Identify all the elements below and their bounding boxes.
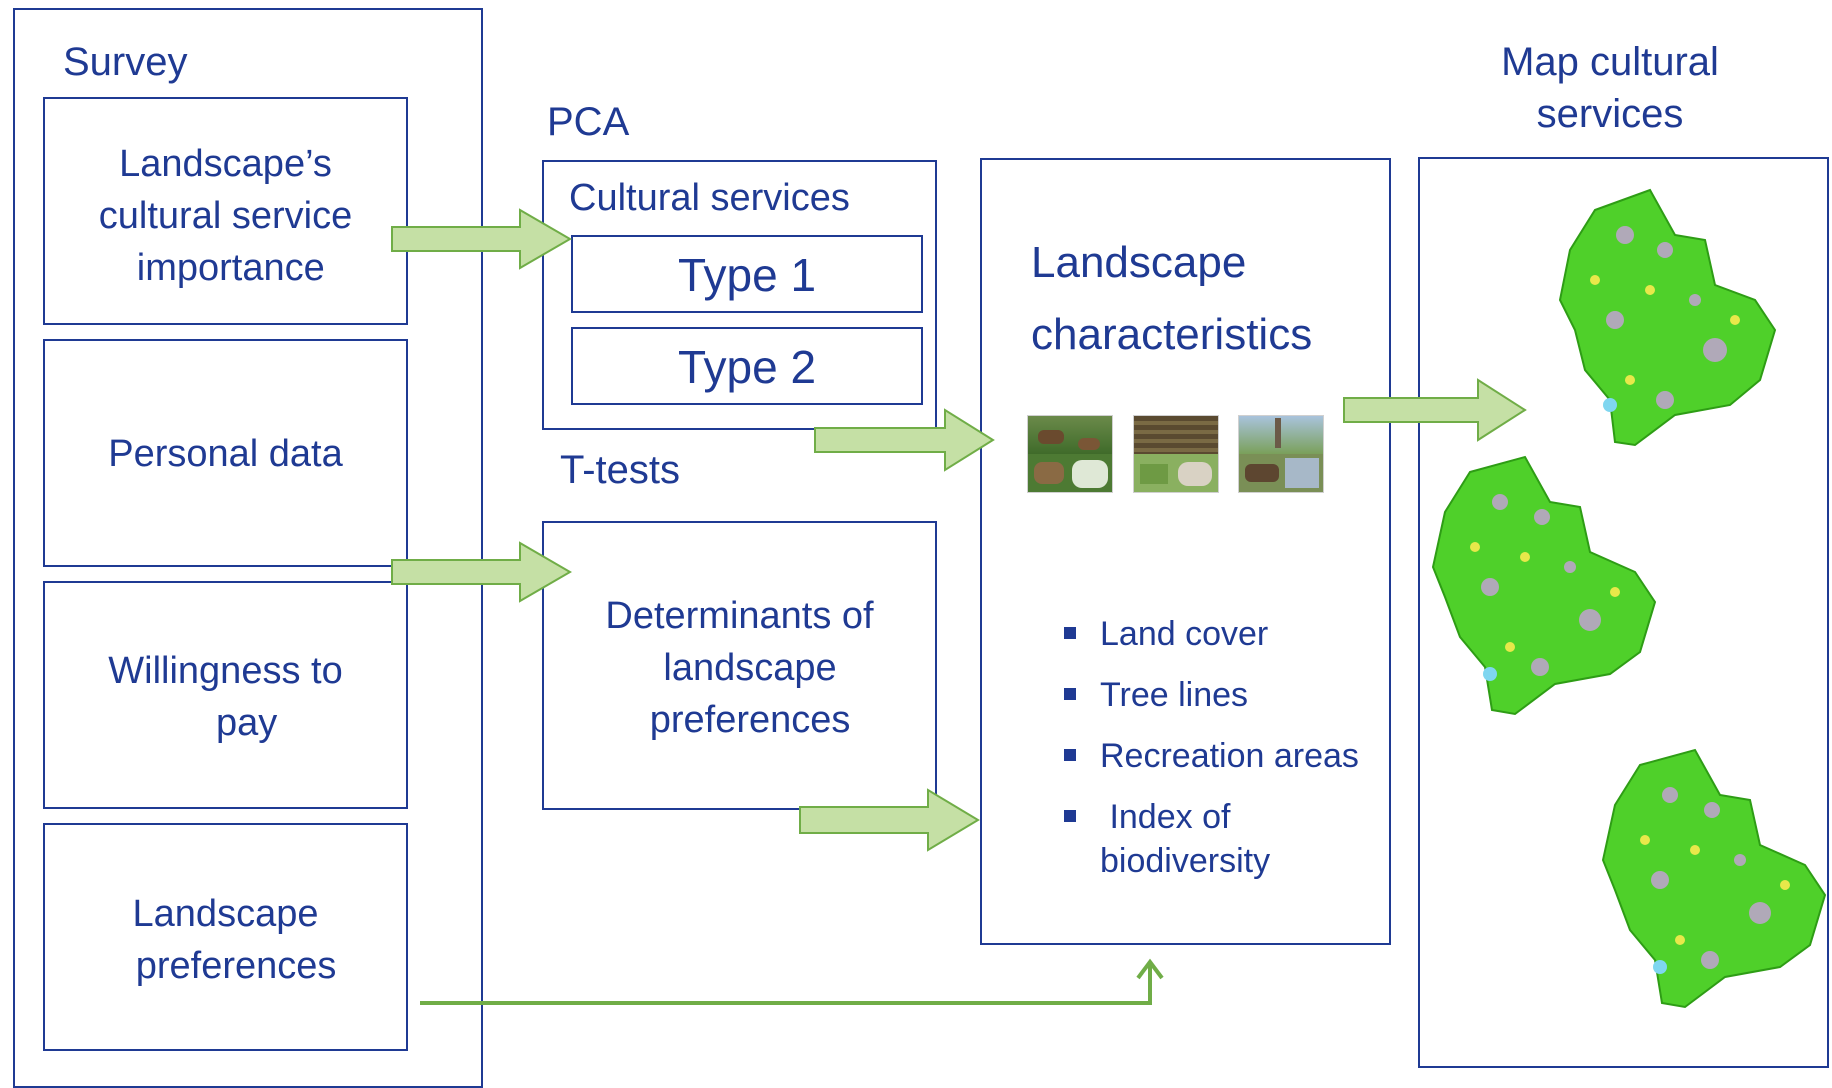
- map-title: Map cultural services: [1501, 40, 1719, 136]
- bullet-tree-lines: Tree lines: [1062, 665, 1359, 726]
- survey-item-personal-data: [43, 339, 408, 567]
- arrow-landscape-to-map: [1343, 378, 1527, 442]
- pca-type-2-label: Type 2: [677, 341, 817, 393]
- landscape-title-line2: characteristics: [1031, 310, 1313, 359]
- survey-item-preferences-label: Landscape preferences: [132, 893, 337, 987]
- landscape-panel: [980, 158, 1391, 945]
- arrow-pca-to-landscape: [814, 408, 995, 472]
- pca-type-2: [571, 327, 923, 405]
- survey-item-personal-data-label: Personal data: [108, 433, 343, 475]
- landscape-title-line1: Landscape: [1031, 238, 1247, 287]
- landscape-bullet-list: Land cover Tree lines Recreation areas I…: [1062, 604, 1359, 883]
- arrow-ttests-to-landscape: [799, 788, 980, 852]
- ttests-title: T-tests: [560, 448, 681, 492]
- survey-item-willingness-label: Willingness to pay: [108, 650, 343, 744]
- pca-type-1: [571, 235, 923, 313]
- survey-item-cultural-importance: [43, 97, 408, 325]
- photo-collage-cattle: [1027, 415, 1113, 493]
- photo-collage-fields: [1133, 415, 1219, 493]
- pca-subtitle: Cultural services: [569, 177, 850, 219]
- survey-item-willingness: [43, 581, 408, 809]
- map-thumbnail-1: [1558, 188, 1777, 447]
- survey-item-cultural-importance-label: Landscape’s cultural service importance: [98, 143, 353, 289]
- arrow-preferences-to-landscape: [420, 965, 1152, 1005]
- pca-title: PCA: [547, 100, 630, 144]
- survey-item-preferences: [43, 823, 408, 1051]
- map-thumbnail-3: [1601, 748, 1827, 1009]
- arrow-personal-to-ttests: [391, 541, 572, 603]
- ttests-panel: [542, 521, 937, 810]
- photo-collage-village: [1238, 415, 1324, 493]
- arrow-importance-to-pca: [391, 208, 572, 270]
- pca-type-1-label: Type 1: [677, 249, 817, 301]
- bullet-land-cover: Land cover: [1062, 604, 1359, 665]
- survey-title: Survey: [63, 40, 188, 84]
- map-thumbnail-2: [1431, 455, 1657, 716]
- bullet-recreation-areas: Recreation areas: [1062, 726, 1359, 787]
- bullet-index-of-biodiversity: Index of biodiversity: [1062, 787, 1359, 883]
- ttests-body: Determinants of landscape preferences: [605, 595, 874, 741]
